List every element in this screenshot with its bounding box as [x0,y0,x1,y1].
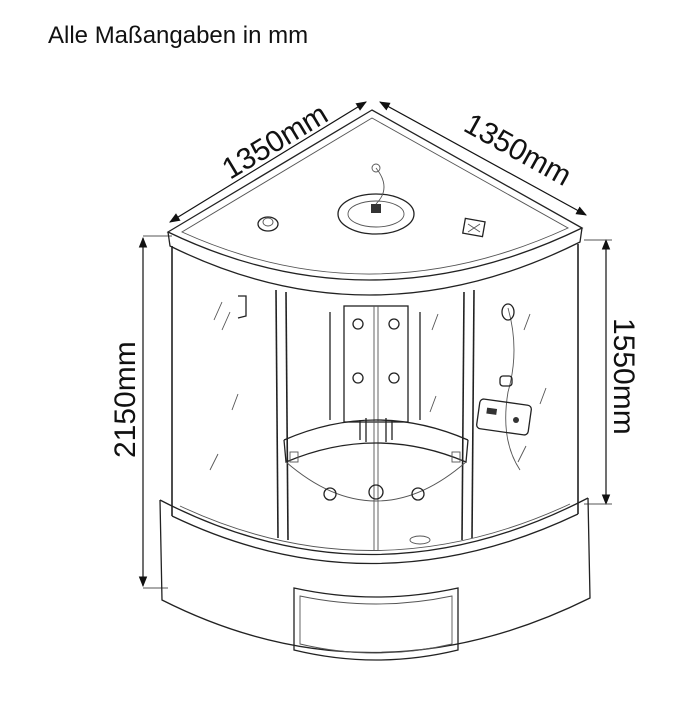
door-post-right-2 [471,289,475,539]
fan-icon [462,217,486,238]
hand-shower [476,303,532,471]
fan-grille [467,223,481,233]
bottom-rail-inner [179,503,571,551]
dim-label-total-height: 2150mm [109,341,142,458]
caption-text: Alle Maßangaben in mm [48,22,309,49]
back-wall [329,305,421,550]
shower-hose [505,307,521,471]
dim-label-glass-height: 1550mm [607,318,640,435]
tub-rim [285,461,467,502]
roof-inner-edge [181,117,569,275]
body-jet-icon [352,318,364,330]
seat-control-icon [289,451,299,463]
speaker-icon [257,216,279,232]
door-post-right [461,291,465,541]
roof-light [371,163,381,173]
body-jet-icon [388,372,400,384]
shower-holder-icon [499,375,513,387]
dim-line-top-left [169,101,367,223]
speaker-inner [262,217,274,227]
massage-jet-icon [411,487,425,501]
seat-front [283,439,469,463]
control-panel [476,398,532,436]
floor-drain-icon [409,535,431,545]
roof-front-rim [167,227,583,296]
body-jet-icon [352,372,364,384]
apron-top-edge [159,497,589,556]
towel-hook-icon [237,295,247,319]
apron-outline [159,497,591,654]
rain-shower-inner [347,200,405,228]
base-apron [159,497,591,661]
dim-line-top-right [379,101,587,216]
body-jet-icon [388,318,400,330]
dim-label-top-right: 1350mm [459,107,577,192]
bottom-rail-outer [171,513,579,565]
seat-back-edge [283,419,469,441]
roof-outline [166,109,584,281]
dimension-lines [138,101,612,589]
control-display-icon [486,407,498,415]
glass-reflections [209,301,547,471]
massage-jet-icon [323,487,337,501]
apron-panel [293,587,459,661]
tub-seat [283,419,469,545]
roof [166,109,584,296]
drain-icon [368,484,384,500]
door-post-left-2 [285,291,289,541]
dim-label-top-left: 1350mm [217,98,334,186]
apron-panel-inner [299,595,453,654]
rain-shower-nozzle [371,204,381,213]
hand-shower-head-icon [501,303,515,321]
roof-cable [375,167,385,205]
door-handles [359,418,393,442]
rain-shower-head [337,193,415,235]
door-post-left [275,289,279,539]
control-button-icon [513,417,519,423]
shower-column [343,305,409,423]
seat-control-icon-2 [451,451,461,463]
glass-enclosure [171,244,579,565]
